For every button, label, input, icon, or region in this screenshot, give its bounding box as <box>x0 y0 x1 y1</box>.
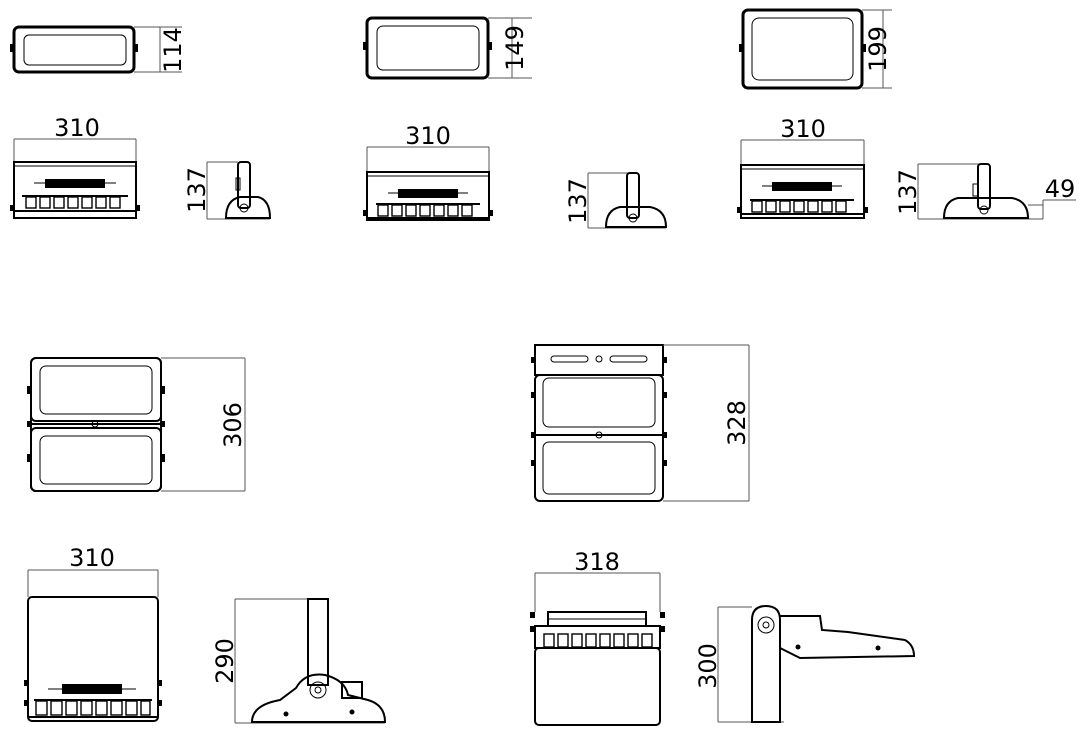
double-side-view <box>24 569 162 722</box>
double-profile-height-label: 290 <box>211 638 239 684</box>
profile-view-medium <box>587 172 668 229</box>
profile-medium-depth-label: 137 <box>564 178 592 224</box>
double-front-height-label: 306 <box>219 402 247 448</box>
profile-small-depth-label: 137 <box>183 167 211 213</box>
profile-large-bracket-label: 49 <box>1045 175 1076 203</box>
front-medium-height-label: 149 <box>501 25 529 71</box>
double-front-view <box>27 357 246 492</box>
front-large-height-label: 199 <box>864 26 892 72</box>
side-small-width-label: 310 <box>54 114 100 142</box>
profile-large-depth-label: 137 <box>894 169 922 215</box>
bracket-profile-view <box>717 604 916 723</box>
side-medium-width-label: 310 <box>405 122 451 150</box>
front-view-small <box>10 25 182 74</box>
profile-view-small <box>206 161 272 220</box>
double-bracket-front-view <box>531 344 750 502</box>
profile-view-large <box>917 163 1076 220</box>
front-view-medium <box>363 16 532 80</box>
double-profile-view <box>234 598 387 724</box>
bracket-profile-height-label: 300 <box>694 643 722 689</box>
side-view-small <box>10 138 140 219</box>
double-bracket-height-label: 328 <box>723 400 751 446</box>
side-view-large <box>737 139 868 219</box>
front-view-large <box>739 8 892 90</box>
front-small-height-label: 114 <box>159 27 187 73</box>
side-view-medium <box>363 146 493 221</box>
double-side-width-label: 310 <box>69 544 115 572</box>
side-large-width-label: 310 <box>780 115 826 143</box>
bracket-front-view <box>530 572 665 726</box>
bracket-front-width-label: 318 <box>574 548 620 576</box>
